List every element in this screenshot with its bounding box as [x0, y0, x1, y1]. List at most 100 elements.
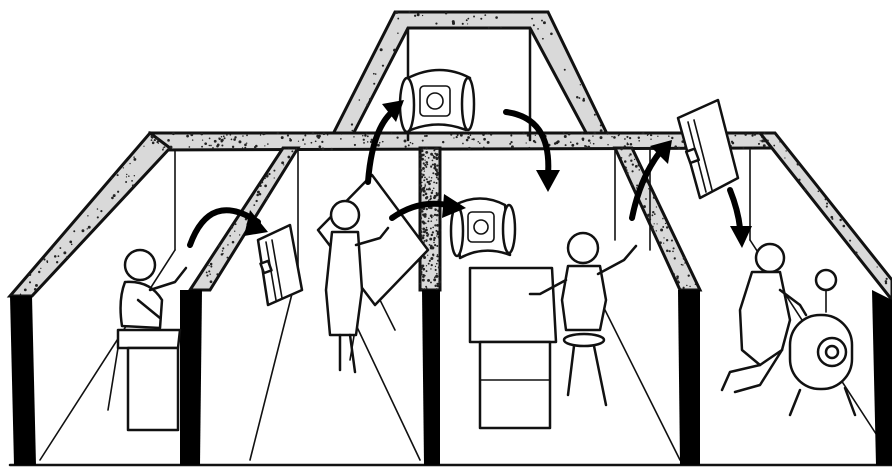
wall-speck — [509, 143, 511, 145]
wall-speck — [20, 293, 21, 294]
wall-speck — [431, 234, 433, 236]
wall-speck — [111, 177, 113, 179]
wall-speck — [435, 23, 437, 25]
wall-speck — [304, 135, 306, 137]
wall-speck — [277, 132, 279, 134]
wall-speck — [298, 141, 299, 142]
wall-speck — [88, 226, 91, 229]
wall-speck — [162, 149, 164, 151]
wall-speck — [414, 15, 416, 17]
wall-speck — [208, 270, 210, 272]
wall-speck — [423, 162, 425, 164]
wall-speck — [126, 176, 127, 177]
wall-speck — [479, 142, 481, 144]
wall-speck — [434, 165, 436, 167]
wall-speck — [456, 136, 458, 138]
wall-speck — [268, 173, 270, 175]
wall-speck — [186, 135, 189, 138]
wall-speck — [202, 140, 203, 141]
wall-speck — [222, 250, 224, 252]
wall-speck — [689, 286, 690, 287]
wall-speck — [420, 169, 422, 171]
wall-speck — [431, 264, 433, 266]
wall-speck — [87, 228, 88, 229]
wall-speck — [442, 141, 444, 143]
wall-speck — [408, 144, 410, 146]
wall-speck — [35, 284, 38, 287]
worker-4-head — [756, 244, 784, 272]
wall-speck — [421, 149, 424, 152]
wall-speck — [634, 133, 635, 134]
wall-speck — [426, 188, 428, 190]
wall-speck — [218, 244, 221, 247]
wall-speck — [421, 188, 424, 191]
wall-speck — [652, 211, 654, 213]
wall-speck — [798, 179, 800, 181]
wall-speck — [426, 265, 427, 266]
wall-speck — [662, 226, 664, 228]
wall-speck — [632, 170, 634, 172]
wall-speck — [628, 155, 629, 156]
wall-speck — [430, 268, 431, 269]
wall-speck — [423, 168, 424, 169]
binder-1 — [258, 225, 302, 305]
wall-speck — [445, 12, 448, 15]
wall-speck — [666, 226, 668, 228]
wall-speck — [111, 197, 114, 200]
wall-speck — [200, 133, 203, 136]
wall-speck — [57, 255, 59, 257]
wall-speck — [638, 137, 640, 139]
wall-speck — [564, 69, 566, 71]
wall-speck — [673, 247, 675, 249]
wall-speck — [244, 147, 246, 149]
wall-speck — [59, 247, 61, 249]
wall-speck — [626, 169, 628, 171]
wall-speck — [586, 146, 588, 148]
wall-speck — [588, 133, 589, 134]
wall-speck — [436, 288, 438, 290]
wall-speck — [467, 136, 470, 139]
wall-speck — [666, 249, 669, 252]
wall-speck — [367, 135, 369, 137]
wall-speck — [535, 135, 536, 136]
wall-speck — [626, 136, 628, 138]
wall-speck — [41, 260, 43, 262]
wall-speck — [437, 254, 438, 255]
wall-speck — [452, 22, 455, 25]
wall-speck — [433, 196, 436, 199]
wall-speck — [658, 204, 659, 205]
wall-speck — [543, 21, 546, 24]
wall-speck — [674, 273, 675, 274]
wall-speck — [434, 244, 436, 246]
wall-speck — [473, 16, 475, 18]
wall-speck — [40, 268, 41, 269]
wall-speck — [434, 214, 436, 216]
wall-speck — [420, 228, 422, 230]
wall-speck — [327, 134, 328, 135]
wall-speck — [432, 231, 434, 233]
wall-speck — [29, 281, 31, 283]
wall-speck — [653, 196, 656, 199]
wall-speck — [47, 262, 48, 263]
wall-speck — [826, 202, 828, 204]
wall-speck — [232, 241, 235, 244]
divider-wall-3 — [615, 148, 700, 290]
wall-speck — [424, 213, 427, 216]
wall-speck — [885, 282, 887, 284]
wall-speck — [419, 158, 422, 161]
wall-speck — [590, 142, 591, 143]
wall-speck — [432, 227, 434, 229]
wall-speck — [480, 18, 482, 20]
wall-speck — [426, 241, 427, 242]
wall-speck — [206, 275, 208, 277]
wall-speck — [682, 256, 683, 257]
wall-speck — [363, 142, 365, 144]
wall-speck — [382, 141, 384, 143]
wall-speck — [632, 163, 634, 165]
wall-speck — [773, 145, 775, 147]
wall-speck — [216, 273, 218, 275]
wall-speck — [618, 135, 620, 137]
wall-speck — [430, 214, 433, 217]
wall-speck — [436, 147, 439, 150]
wall-speck — [51, 248, 52, 249]
